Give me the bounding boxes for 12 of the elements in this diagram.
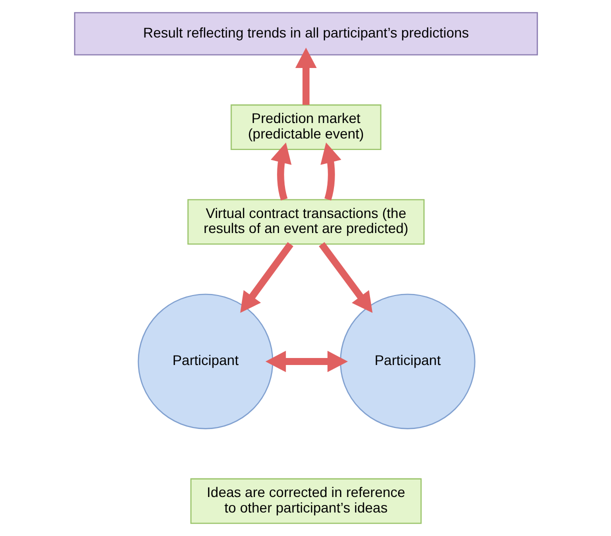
arrow <box>318 242 372 313</box>
arrow <box>264 350 348 372</box>
node-circle: Participant <box>137 294 273 430</box>
node-box: Prediction market (predictable event) <box>230 104 381 150</box>
node-box: Result reflecting trends in all participant’s predictions <box>74 12 538 56</box>
node-box: Virtual contract transactions (the results of an event are predicted) <box>186 199 424 245</box>
node-circle: Participant <box>339 294 475 430</box>
arrow <box>270 142 291 200</box>
arrow <box>320 142 341 200</box>
arrow <box>240 242 293 313</box>
arrow <box>294 48 316 105</box>
node-box: Ideas are corrected in reference to other participant’s ideas <box>190 478 422 524</box>
